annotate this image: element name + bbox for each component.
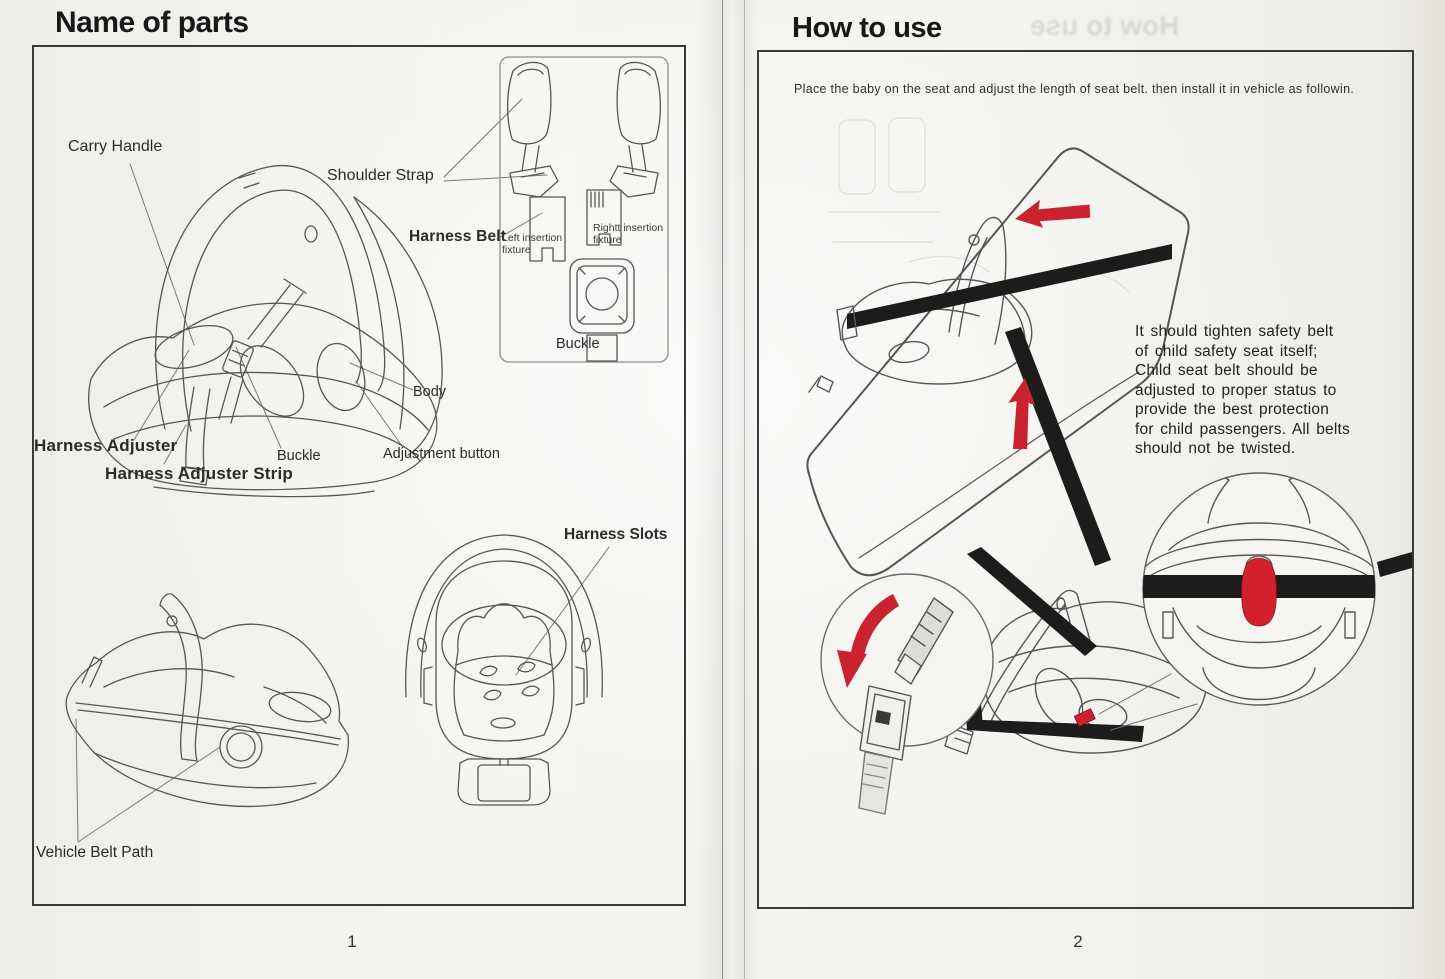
buckle-release-inset bbox=[820, 573, 994, 815]
seatback-closeup-inset bbox=[1142, 472, 1376, 706]
page-title: Name of parts bbox=[55, 6, 249, 39]
page-number-1: 1 bbox=[347, 932, 357, 951]
safety-note-text: It should tighten safety belt of child s… bbox=[1135, 322, 1373, 459]
belt-lock-clip bbox=[1073, 708, 1096, 727]
side-view-drawing bbox=[65, 593, 349, 808]
label-buckle: Buckle bbox=[277, 448, 321, 464]
front-view-drawing bbox=[405, 534, 603, 806]
page-gutter bbox=[695, 0, 761, 979]
bleed-through-title: How to use bbox=[1030, 10, 1180, 41]
note-line: It should tighten safety belt bbox=[1135, 323, 1334, 340]
label-carry-handle: Carry Handle bbox=[68, 138, 163, 155]
fold-line-2 bbox=[744, 0, 745, 979]
belt-direction-arrow-up-icon bbox=[1008, 378, 1036, 450]
label-harness-adjuster-strip: Harness Adjuster Strip bbox=[105, 464, 293, 483]
instruction-intro-text: Place the baby on the seat and adjust th… bbox=[794, 82, 1355, 96]
page-title-right: How to use bbox=[792, 12, 942, 44]
note-line: provide the best protection bbox=[1135, 401, 1330, 418]
label-inset-buckle: Buckle bbox=[556, 336, 600, 352]
label-harness-adjuster: Harness Adjuster bbox=[34, 436, 178, 455]
page-number-2: 2 bbox=[1073, 932, 1083, 951]
note-line: adjusted to proper status to bbox=[1135, 381, 1337, 399]
red-belt-hook bbox=[1241, 558, 1277, 627]
fold-line bbox=[722, 0, 723, 979]
harness-inset-diagram bbox=[499, 56, 669, 363]
note-line: for child passengers. All belts bbox=[1135, 420, 1350, 438]
label-harness-belt: Harness Belt bbox=[409, 228, 507, 245]
how-to-use-illustration bbox=[806, 117, 1412, 815]
label-shoulder-strap: Shoulder Strap bbox=[327, 167, 434, 184]
label-right-insertion-fixture: Rightt insertion fixture bbox=[593, 222, 664, 247]
how-to-use-frame bbox=[757, 50, 1414, 909]
label-body: Body bbox=[413, 384, 447, 400]
main-seat-drawing bbox=[88, 164, 443, 498]
parts-diagram-illustration bbox=[65, 56, 669, 843]
parts-diagram-frame bbox=[32, 45, 686, 906]
label-adjustment-button: Adjustment button bbox=[383, 446, 500, 462]
leader-lines bbox=[75, 98, 610, 843]
magnifier-leader-lines bbox=[1098, 673, 1198, 731]
release-arrow-icon bbox=[837, 594, 899, 688]
label-left-insertion-fixture: Left insertion fixture bbox=[502, 232, 563, 257]
note-line: should not be twisted. bbox=[1135, 440, 1296, 457]
note-line: of child safety seat itself; bbox=[1135, 342, 1318, 360]
note-line: Child seat belt should be bbox=[1135, 362, 1318, 379]
seat-belt-bands-top bbox=[847, 244, 1172, 566]
vehicle-seat-outline bbox=[806, 147, 1190, 577]
belt-direction-arrow-left-icon bbox=[1015, 199, 1091, 228]
label-harness-slots: Harness Slots bbox=[564, 526, 668, 543]
label-vehicle-belt-path: Vehicle Belt Path bbox=[36, 844, 154, 861]
